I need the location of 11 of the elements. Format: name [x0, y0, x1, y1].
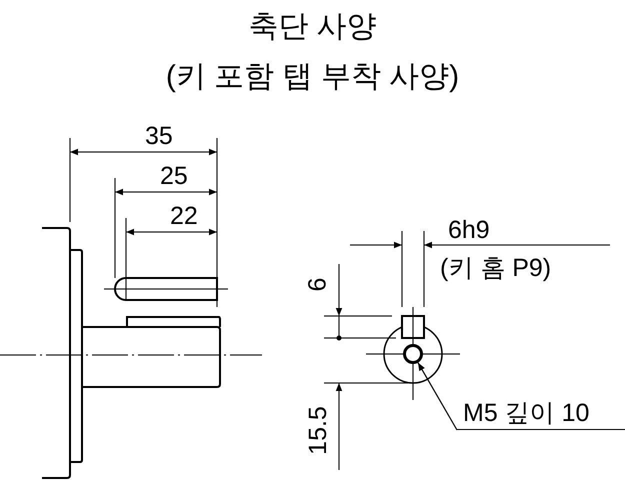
leader-line [418, 362, 458, 430]
dimension-label: (키 홈 P9) [440, 256, 552, 281]
dimension-label: 6h9 [448, 218, 490, 243]
dimension-label: 35 [145, 124, 173, 149]
dimension-label: 6 [305, 277, 330, 291]
title: 축단 사양 (키 포함 탭 부착 사양) [164, 9, 460, 95]
dimension-label: 25 [160, 164, 188, 189]
dimension-label: 22 [170, 204, 198, 229]
callout-text: M5 깊이 10 [457, 399, 625, 430]
dimension-label: 15.5 [305, 406, 330, 454]
tapped-hole [403, 344, 423, 364]
